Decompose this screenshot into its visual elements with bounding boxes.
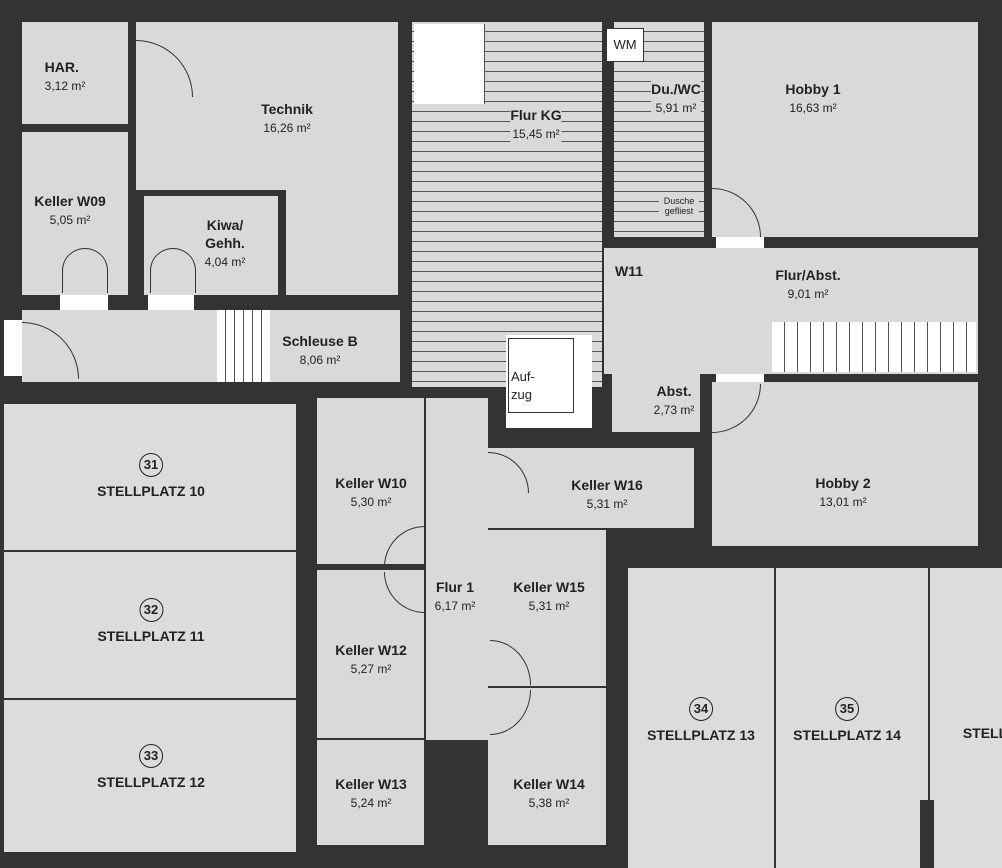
stairs-east xyxy=(772,322,976,372)
room-keller-w13 xyxy=(317,740,424,845)
pillar xyxy=(920,800,934,868)
elevator-cab xyxy=(508,338,574,413)
parking-number: 32 xyxy=(139,598,163,622)
label-kiwa: Kiwa/ Gehh.4,04 m² xyxy=(204,217,246,269)
door-swing xyxy=(62,248,108,293)
parking-partial xyxy=(930,568,1002,868)
parking-label-partial: STELL xyxy=(962,725,1002,741)
door[interactable] xyxy=(60,295,108,310)
room-schleuse-b xyxy=(270,310,400,382)
door[interactable] xyxy=(716,237,764,248)
parking-32 xyxy=(4,552,296,698)
label-abst: Abst.2,73 m² xyxy=(653,383,695,417)
door-swing xyxy=(150,248,196,293)
parking-33 xyxy=(4,700,296,852)
door[interactable] xyxy=(4,320,22,376)
aufzug-label: Auf- zug xyxy=(511,369,535,402)
room-flur-1 xyxy=(426,398,488,740)
parking-number: 34 xyxy=(688,697,713,721)
door-swing xyxy=(442,740,487,781)
room-hobby-1 xyxy=(712,22,978,237)
stairs-small xyxy=(217,310,270,382)
door[interactable] xyxy=(716,374,764,382)
wm-box: WM xyxy=(606,28,644,62)
room-har xyxy=(22,22,128,124)
parking-number: 33 xyxy=(138,744,163,768)
room-abst xyxy=(612,328,700,432)
label-dusche: Dusche gefliest xyxy=(659,196,699,216)
parking-number: 31 xyxy=(138,453,163,477)
room-technik xyxy=(136,22,398,190)
parking-number: 35 xyxy=(834,697,859,721)
parking-31 xyxy=(4,404,296,550)
wm-label: WM xyxy=(613,37,637,52)
label-w11: W11 xyxy=(614,263,644,279)
label-har: HAR.3,12 m² xyxy=(44,59,86,93)
room-technik-ext xyxy=(286,188,398,295)
label-flur-abst: Flur/Abst.9,01 m² xyxy=(775,267,841,301)
room-hobby-2 xyxy=(712,382,978,546)
door[interactable] xyxy=(148,295,194,310)
staircase xyxy=(414,24,485,104)
